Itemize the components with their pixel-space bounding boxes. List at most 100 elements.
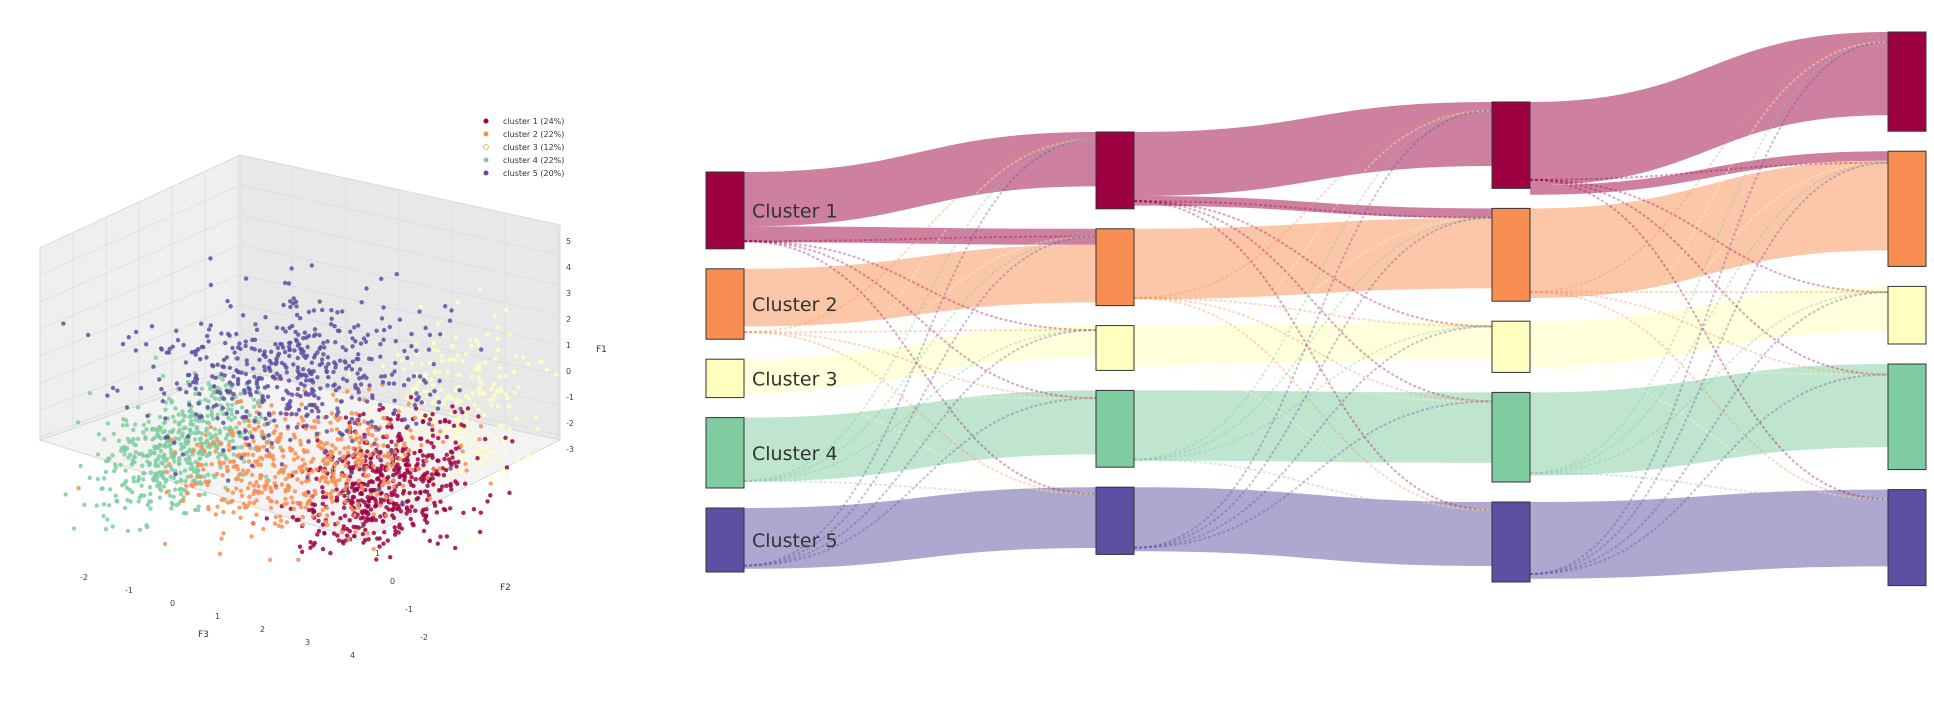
scatter-point	[251, 521, 256, 526]
scatter-point	[307, 498, 313, 503]
sankey-minor-link	[1529, 472, 1889, 501]
scatter-point	[379, 431, 385, 436]
scatter-point	[435, 322, 440, 327]
scatter-point	[238, 471, 243, 477]
scatter-point	[507, 404, 512, 409]
scatter-point	[378, 479, 383, 484]
scatter-point	[391, 411, 396, 416]
scatter-point	[331, 369, 336, 375]
scatter-point	[296, 557, 301, 562]
scatter-point	[310, 380, 316, 385]
scatter-point	[464, 412, 469, 418]
scatter-point	[298, 316, 303, 321]
scatter-point	[354, 450, 359, 455]
scatter-point	[357, 376, 362, 381]
scatter-point	[391, 381, 397, 386]
scatter-point	[333, 461, 338, 466]
scatter-point	[163, 435, 169, 440]
scatter-point	[235, 467, 241, 472]
scatter-point	[412, 415, 418, 420]
scatter-point	[373, 469, 378, 474]
scatter-point	[333, 340, 338, 345]
scatter-point	[168, 474, 173, 480]
scatter-point	[444, 434, 449, 440]
scatter-point	[167, 396, 172, 401]
scatter-point	[247, 379, 252, 384]
scatter-point	[172, 487, 178, 492]
scatter-point	[110, 385, 116, 391]
sankey-minor-link	[743, 240, 1097, 332]
scatter-point	[317, 512, 323, 517]
scatter-point	[155, 445, 160, 451]
scatter-point	[213, 512, 218, 517]
scatter-point	[422, 389, 427, 394]
scatter-point	[492, 393, 497, 398]
scatter-point	[410, 435, 416, 441]
scatter-point	[297, 544, 303, 549]
scatter-point	[286, 281, 292, 286]
scatter-point	[312, 393, 317, 398]
grid-line	[239, 214, 561, 286]
scatter-point	[221, 396, 226, 401]
scatter-point	[243, 436, 248, 441]
scatter-point	[331, 531, 337, 536]
scatter-point	[356, 525, 361, 530]
scatter-point	[135, 405, 141, 410]
sankey-minor-link	[1133, 216, 1493, 367]
scatter-point	[317, 299, 322, 304]
scatter-point	[461, 510, 466, 515]
scatter-point	[272, 481, 277, 486]
scatter-point	[475, 456, 480, 461]
scatter-point	[402, 348, 407, 354]
scatter-point	[147, 461, 153, 466]
scatter-point	[297, 342, 302, 347]
scatter-point	[348, 329, 353, 334]
scatter-point	[389, 463, 394, 468]
scatter-point	[362, 499, 367, 505]
scatter-point	[406, 498, 411, 504]
scatter-point	[229, 499, 234, 504]
scatter-point	[392, 452, 398, 457]
scatter-point	[476, 407, 481, 413]
scatter-point	[418, 490, 423, 496]
scatter-point	[181, 498, 186, 503]
scatter-point	[419, 361, 425, 366]
scatter-point	[446, 425, 451, 431]
scatter-point	[278, 376, 284, 381]
scatter-point	[452, 460, 457, 465]
scatter-point	[424, 520, 430, 525]
scatter-point	[401, 491, 406, 496]
scatter-point	[453, 446, 459, 451]
scatter-point	[124, 405, 130, 410]
scatter-point	[316, 409, 321, 414]
scatter-point	[284, 370, 289, 375]
scatter-point	[309, 263, 314, 268]
scatter-point	[151, 364, 156, 369]
scatter-point	[349, 416, 354, 422]
sankey-minor-link	[1133, 296, 1493, 511]
scatter-point	[432, 388, 437, 394]
scatter-point	[368, 452, 373, 457]
scatter-point	[267, 358, 272, 364]
scatter-point	[239, 455, 244, 461]
scatter-point	[421, 528, 427, 534]
scatter-point	[148, 506, 153, 511]
scatter-point	[414, 348, 419, 353]
scatter-point	[279, 462, 285, 467]
scatter-point	[397, 465, 402, 471]
scatter-point	[488, 493, 493, 498]
scatter-point	[225, 500, 231, 505]
scatter-point	[464, 393, 469, 398]
scatter-point	[190, 466, 196, 471]
scatter-point	[207, 386, 213, 392]
scatter-point	[403, 452, 408, 458]
scatter-point	[309, 402, 314, 408]
scatter-point	[438, 429, 443, 434]
scatter-point	[431, 399, 436, 405]
scatter-point	[350, 453, 355, 458]
scatter-point	[423, 325, 428, 331]
scatter-point	[330, 443, 335, 448]
scatter-point	[245, 485, 251, 491]
scatter-point	[61, 321, 66, 326]
scatter-point	[137, 495, 142, 500]
